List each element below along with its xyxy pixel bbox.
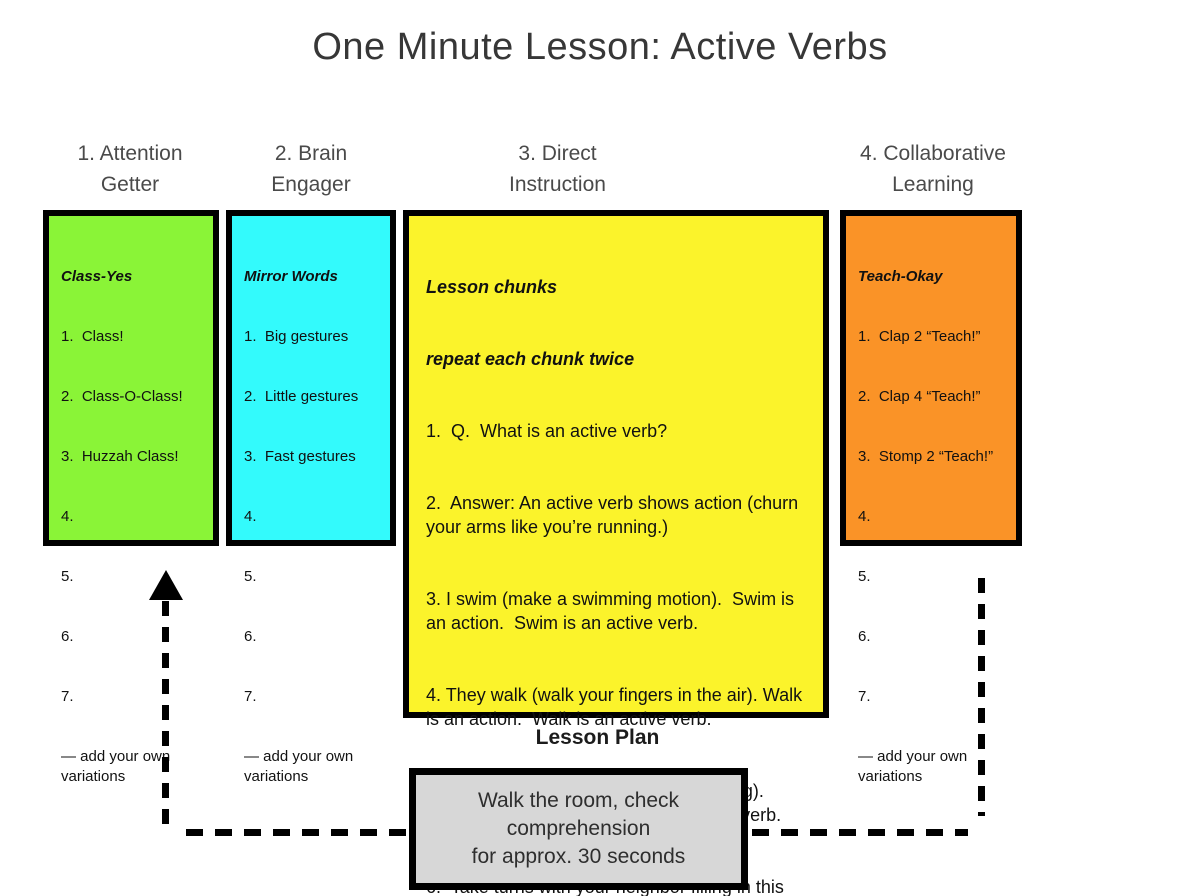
list-item: 7. xyxy=(61,688,74,705)
box-title: Mirror Words xyxy=(244,268,338,285)
feedback-line: for approx. 30 seconds xyxy=(471,845,686,868)
dashed-connector-right-horizontal xyxy=(752,829,968,836)
list-item: 7. xyxy=(858,688,871,705)
list-item: 2. Little gestures xyxy=(244,388,359,405)
list-item: 4. xyxy=(61,508,74,525)
lesson-chunk: 1. Q. What is an active verb? xyxy=(426,421,668,441)
feedback-line: Walk the room, check xyxy=(477,789,680,812)
dashed-connector-left-vertical xyxy=(162,601,169,829)
step-header-brain-engager: 2. Brain Engager xyxy=(225,138,397,200)
lesson-chunk: 2. Answer: An active verb shows action (… xyxy=(426,493,804,537)
header-line: Engager xyxy=(271,173,351,196)
list-item: — add your own variations xyxy=(61,748,175,785)
list-item: 7. xyxy=(244,688,257,705)
list-item: 1. Class! xyxy=(61,328,124,345)
list-item: 3. Fast gestures xyxy=(244,448,356,465)
header-line: Instruction xyxy=(509,173,606,196)
list-item: 5. xyxy=(858,568,871,585)
lesson-chunk: 3. I swim (make a swimming motion). Swim… xyxy=(426,589,800,633)
attention-getter-content: Class-Yes 1. Class! 2. Class-O-Class! 3.… xyxy=(49,216,213,785)
step-header-direct-instruction: 3. Direct Instruction xyxy=(425,138,690,200)
box-title-line: Lesson chunks xyxy=(426,277,558,297)
list-item: 5. xyxy=(61,568,74,585)
brain-engager-box: Mirror Words 1. Big gestures 2. Little g… xyxy=(226,210,396,785)
collaborative-learning-content: Teach-Okay 1. Clap 2 “Teach!” 2. Clap 4 … xyxy=(846,216,1016,785)
header-line: Getter xyxy=(100,173,160,196)
step-header-attention-getter: 1. Attention Getter xyxy=(40,138,220,200)
direct-instruction-content: Lesson chunks repeat each chunk twice 1.… xyxy=(409,216,823,896)
header-line: 1. Attention xyxy=(77,142,183,165)
feedback-line: comprehension xyxy=(506,817,651,840)
list-item: 6. xyxy=(858,628,871,645)
header-line: 4. Collaborative xyxy=(860,142,1006,165)
collaborative-learning-box: Teach-Okay 1. Clap 2 “Teach!” 2. Clap 4 … xyxy=(840,210,1022,785)
lesson-plan-label: Lesson Plan xyxy=(535,726,660,749)
header-line: 3. Direct xyxy=(518,142,597,165)
list-item: 4. xyxy=(858,508,871,525)
list-item: 2. Clap 4 “Teach!” xyxy=(858,388,981,405)
list-item: 1. Clap 2 “Teach!” xyxy=(858,328,981,345)
list-item: — add your own variations xyxy=(858,748,972,785)
box-title: Teach-Okay xyxy=(858,268,943,285)
dashed-connector-right-vertical xyxy=(978,578,985,816)
dashed-connector-left-horizontal xyxy=(186,829,408,836)
page-title: One Minute Lesson: Active Verbs xyxy=(312,26,888,68)
box-title-line: repeat each chunk twice xyxy=(426,349,635,369)
list-item: 6. xyxy=(61,628,74,645)
up-arrowhead-icon xyxy=(149,570,183,600)
list-item: — add your own variations xyxy=(244,748,358,785)
direct-instruction-box: Lesson chunks repeat each chunk twice 1.… xyxy=(403,210,829,896)
header-line: Learning xyxy=(892,173,974,196)
list-item: 6. xyxy=(244,628,257,645)
list-item: 3. Stomp 2 “Teach!” xyxy=(858,448,994,465)
list-item: 2. Class-O-Class! xyxy=(61,388,183,405)
lesson-chunk: 4. They walk (walk your fingers in the a… xyxy=(426,685,808,729)
brain-engager-content: Mirror Words 1. Big gestures 2. Little g… xyxy=(232,216,390,785)
step-header-collaborative-learning: 4. Collaborative Learning xyxy=(818,138,1048,200)
list-item: 1. Big gestures xyxy=(244,328,349,345)
list-item: 4. xyxy=(244,508,257,525)
header-line: 2. Brain xyxy=(274,142,348,165)
attention-getter-box: Class-Yes 1. Class! 2. Class-O-Class! 3.… xyxy=(43,210,219,785)
list-item: 3. Huzzah Class! xyxy=(61,448,179,465)
list-item: 5. xyxy=(244,568,257,585)
feedback-box: Walk the room, check comprehension for a… xyxy=(409,768,748,890)
box-title: Class-Yes xyxy=(61,268,133,285)
